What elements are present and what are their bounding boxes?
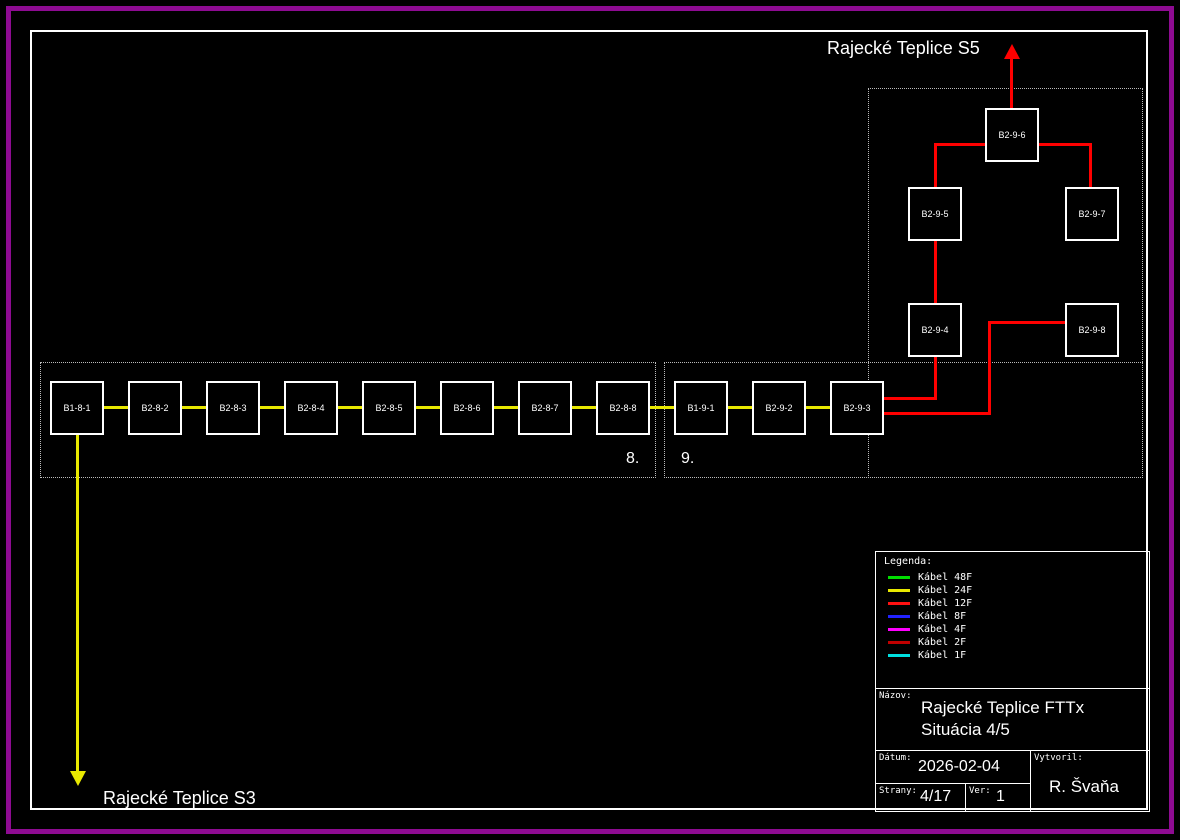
legend-item-label: Kábel 4F bbox=[918, 624, 967, 635]
cable-segment bbox=[416, 406, 440, 409]
node-box: B2-8-3 bbox=[206, 381, 260, 435]
legend-item-label: Kábel 1F bbox=[918, 650, 967, 661]
label-rajecke-teplice-s3: Rajecké Teplice S3 bbox=[103, 788, 256, 808]
date-cell: Dátum: 2026-02-04 bbox=[876, 751, 1030, 784]
legend-item-label: Kábel 12F bbox=[918, 598, 973, 609]
arrow-up-icon bbox=[1004, 44, 1020, 59]
version-value: 1 bbox=[996, 788, 1005, 805]
node-box: B2-8-7 bbox=[518, 381, 572, 435]
title-block-left: Dátum: 2026-02-04 Strany: 4/17 Ver: 1 bbox=[876, 751, 1031, 811]
legend: Legenda: Kábel 48F Kábel 24F Kábel 12F K… bbox=[876, 552, 1149, 689]
cable-segment bbox=[884, 412, 991, 415]
inner-frame bbox=[30, 30, 1148, 810]
node-box: B2-9-8 bbox=[1065, 303, 1119, 357]
drawing-title: Rajecké Teplice FTTx Situácia 4/5 bbox=[921, 697, 1084, 741]
cable-segment bbox=[260, 406, 284, 409]
legend-item: Kábel 2F bbox=[888, 636, 1141, 649]
cable-segment bbox=[182, 406, 206, 409]
drawing-title-cell: Názov: Rajecké Teplice FTTx Situácia 4/5 bbox=[876, 689, 1149, 751]
cable-segment bbox=[104, 406, 128, 409]
legend-item: Kábel 48F bbox=[888, 571, 1141, 584]
cable-segment bbox=[934, 143, 985, 146]
strany-label: Strany: bbox=[879, 786, 917, 796]
legend-item: Kábel 24F bbox=[888, 584, 1141, 597]
cable-color-swatch bbox=[888, 628, 910, 631]
vytvoril-label: Vytvoril: bbox=[1034, 753, 1083, 763]
pages-cell: Strany: 4/17 bbox=[876, 784, 966, 811]
cable-segment bbox=[934, 241, 937, 303]
cable-segment bbox=[884, 397, 937, 400]
cable-color-swatch bbox=[888, 602, 910, 605]
cable-color-swatch bbox=[888, 615, 910, 618]
node-box: B2-9-2 bbox=[752, 381, 806, 435]
title-block-bottom: Dátum: 2026-02-04 Strany: 4/17 Ver: 1 Vy… bbox=[876, 751, 1149, 811]
cable-segment bbox=[1089, 143, 1092, 187]
legend-item: Kábel 8F bbox=[888, 610, 1141, 623]
group-8-label: 8. bbox=[626, 450, 640, 467]
author-value: R. Švaňa bbox=[1049, 777, 1119, 796]
group-8-region bbox=[40, 362, 656, 478]
version-cell: Ver: 1 bbox=[966, 784, 1030, 811]
node-box: B2-9-5 bbox=[908, 187, 962, 241]
cable-segment bbox=[934, 357, 937, 400]
node-box: B2-8-8 bbox=[596, 381, 650, 435]
node-box: B2-8-6 bbox=[440, 381, 494, 435]
cable-segment bbox=[934, 143, 937, 187]
legend-item-label: Kábel 2F bbox=[918, 637, 967, 648]
date-value: 2026-02-04 bbox=[918, 758, 1000, 775]
node-box: B2-9-6 bbox=[985, 108, 1039, 162]
legend-item-label: Kábel 24F bbox=[918, 585, 973, 596]
node-box: B2-8-2 bbox=[128, 381, 182, 435]
legend-title: Legenda: bbox=[884, 556, 933, 567]
drawing-title-line1: Rajecké Teplice FTTx bbox=[921, 698, 1085, 717]
cable-segment bbox=[1039, 143, 1092, 146]
pages-value: 4/17 bbox=[920, 788, 952, 805]
drawing-title-line2: Situácia 4/5 bbox=[921, 720, 1010, 739]
author-cell: Vytvoril: R. Švaňa bbox=[1031, 751, 1149, 811]
legend-item: Kábel 12F bbox=[888, 597, 1141, 610]
cable-segment bbox=[806, 406, 830, 409]
node-box: B1-8-1 bbox=[50, 381, 104, 435]
label-rajecke-teplice-s5: Rajecké Teplice S5 bbox=[827, 38, 980, 58]
pages-version-row: Strany: 4/17 Ver: 1 bbox=[876, 784, 1030, 811]
cable-color-swatch bbox=[888, 576, 910, 579]
legend-item-label: Kábel 48F bbox=[918, 572, 973, 583]
ver-label: Ver: bbox=[969, 786, 991, 796]
legend-item-label: Kábel 8F bbox=[918, 611, 967, 622]
datum-label: Dátum: bbox=[879, 753, 912, 763]
group-9-label: 9. bbox=[681, 450, 695, 467]
node-box: B2-8-4 bbox=[284, 381, 338, 435]
cable-to-s3 bbox=[76, 435, 79, 773]
node-box: B2-8-5 bbox=[362, 381, 416, 435]
cable-color-swatch bbox=[888, 654, 910, 657]
node-box: B2-9-4 bbox=[908, 303, 962, 357]
legend-item: Kábel 4F bbox=[888, 623, 1141, 636]
cable-segment bbox=[728, 406, 752, 409]
node-box: B1-9-1 bbox=[674, 381, 728, 435]
cable-color-swatch bbox=[888, 589, 910, 592]
cable-segment bbox=[494, 406, 518, 409]
cable-to-s5 bbox=[1010, 57, 1013, 108]
cable-segment bbox=[988, 321, 991, 415]
cable-segment bbox=[338, 406, 362, 409]
title-block: Legenda: Kábel 48F Kábel 24F Kábel 12F K… bbox=[875, 551, 1150, 812]
node-box: B2-9-3 bbox=[830, 381, 884, 435]
cable-segment bbox=[650, 406, 674, 409]
cable-segment bbox=[988, 321, 1065, 324]
legend-item: Kábel 1F bbox=[888, 649, 1141, 662]
cable-color-swatch bbox=[888, 641, 910, 644]
group-9-region-upper bbox=[868, 88, 1143, 478]
node-box: B2-9-7 bbox=[1065, 187, 1119, 241]
nazov-label: Názov: bbox=[879, 691, 912, 701]
arrow-down-icon bbox=[70, 771, 86, 786]
cable-segment bbox=[572, 406, 596, 409]
